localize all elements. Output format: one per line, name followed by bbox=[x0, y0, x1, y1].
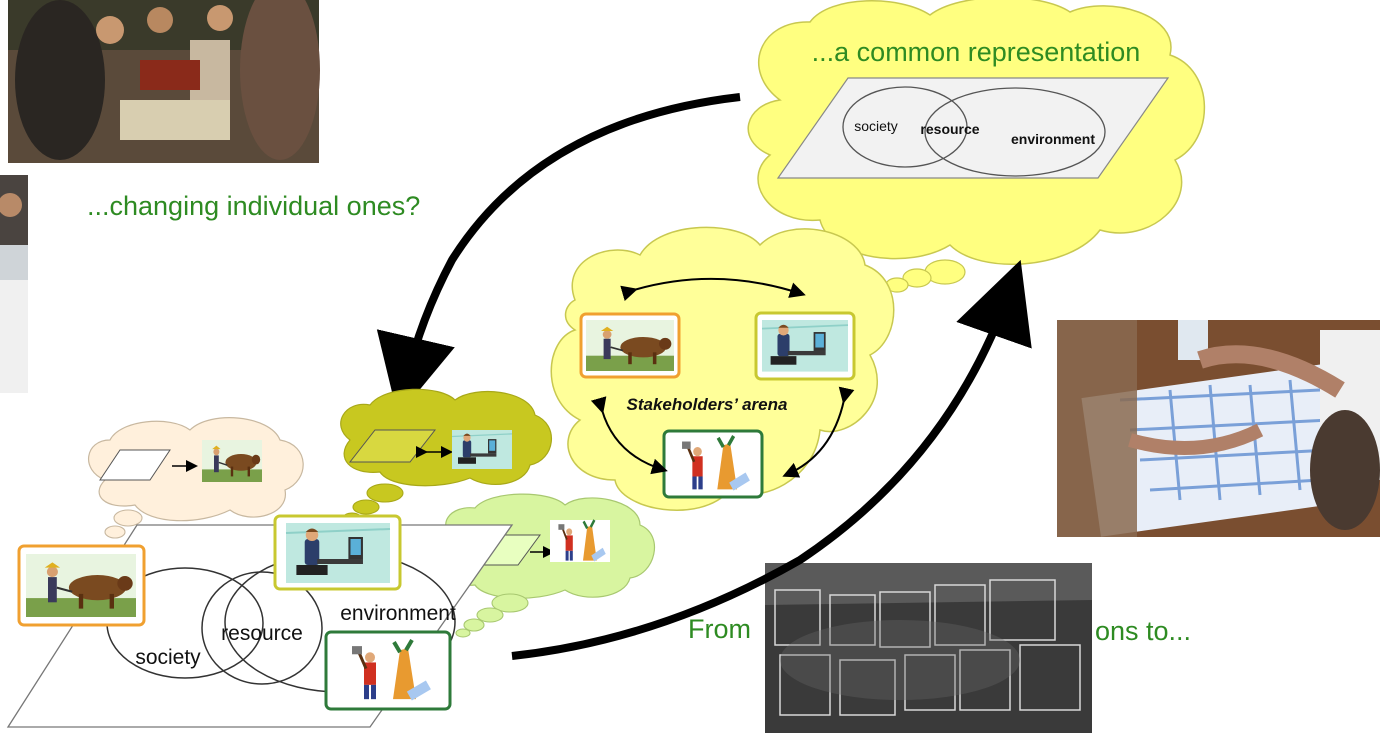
map-resource-label: resource bbox=[221, 622, 303, 645]
arena-farmer-card bbox=[579, 312, 681, 379]
arrow-to-individual bbox=[376, 93, 741, 417]
arena-woodcutter-card bbox=[662, 429, 764, 499]
woodcutter-icon bbox=[548, 518, 612, 564]
woodcutter-icon bbox=[668, 434, 758, 494]
photo-map-table-right bbox=[1057, 320, 1380, 537]
farmer-ox-icon bbox=[24, 552, 138, 619]
arena-interaction-arrows bbox=[590, 277, 855, 478]
stakeholders-arena-label: Stakeholders’ arena bbox=[627, 395, 788, 414]
photo-blackboard bbox=[765, 563, 1092, 733]
common-map-plane bbox=[776, 77, 1170, 179]
from-text-left: From bbox=[688, 614, 751, 644]
map-farmer-card bbox=[17, 544, 146, 627]
computer-worker-icon bbox=[761, 319, 849, 373]
map-environment-label: environment bbox=[340, 602, 456, 625]
farmer-ox-icon bbox=[585, 319, 675, 372]
woodcutter-icon bbox=[338, 640, 438, 701]
arena-worker-card bbox=[754, 311, 856, 381]
farmer-thought-cloud bbox=[88, 417, 304, 539]
from-text-right: ons to... bbox=[1095, 616, 1191, 646]
common-environment-label: environment bbox=[1011, 131, 1095, 147]
computer-worker-icon bbox=[451, 429, 513, 470]
computer-worker-icon bbox=[284, 521, 392, 585]
common-representation-title: ...a common representation bbox=[812, 37, 1141, 67]
common-representation-cloud: ...a common representation society resou… bbox=[747, 0, 1206, 266]
farmer-ox-icon bbox=[201, 439, 263, 483]
map-society-label: society bbox=[135, 646, 201, 669]
photo-workshop-left-edge bbox=[0, 175, 28, 393]
photo-workshop-top-left bbox=[8, 0, 320, 163]
arrow-to-common bbox=[511, 259, 1032, 660]
map-woodcutter-card bbox=[324, 630, 452, 711]
stakeholders-arena-cloud: Stakeholders’ arena bbox=[550, 226, 895, 511]
map-worker-card bbox=[273, 514, 402, 591]
common-society-label: society bbox=[854, 118, 898, 134]
common-resource-label: resource bbox=[920, 121, 979, 137]
changing-individual-text: ...changing individual ones? bbox=[87, 191, 420, 221]
worker-thought-cloud bbox=[340, 388, 552, 524]
